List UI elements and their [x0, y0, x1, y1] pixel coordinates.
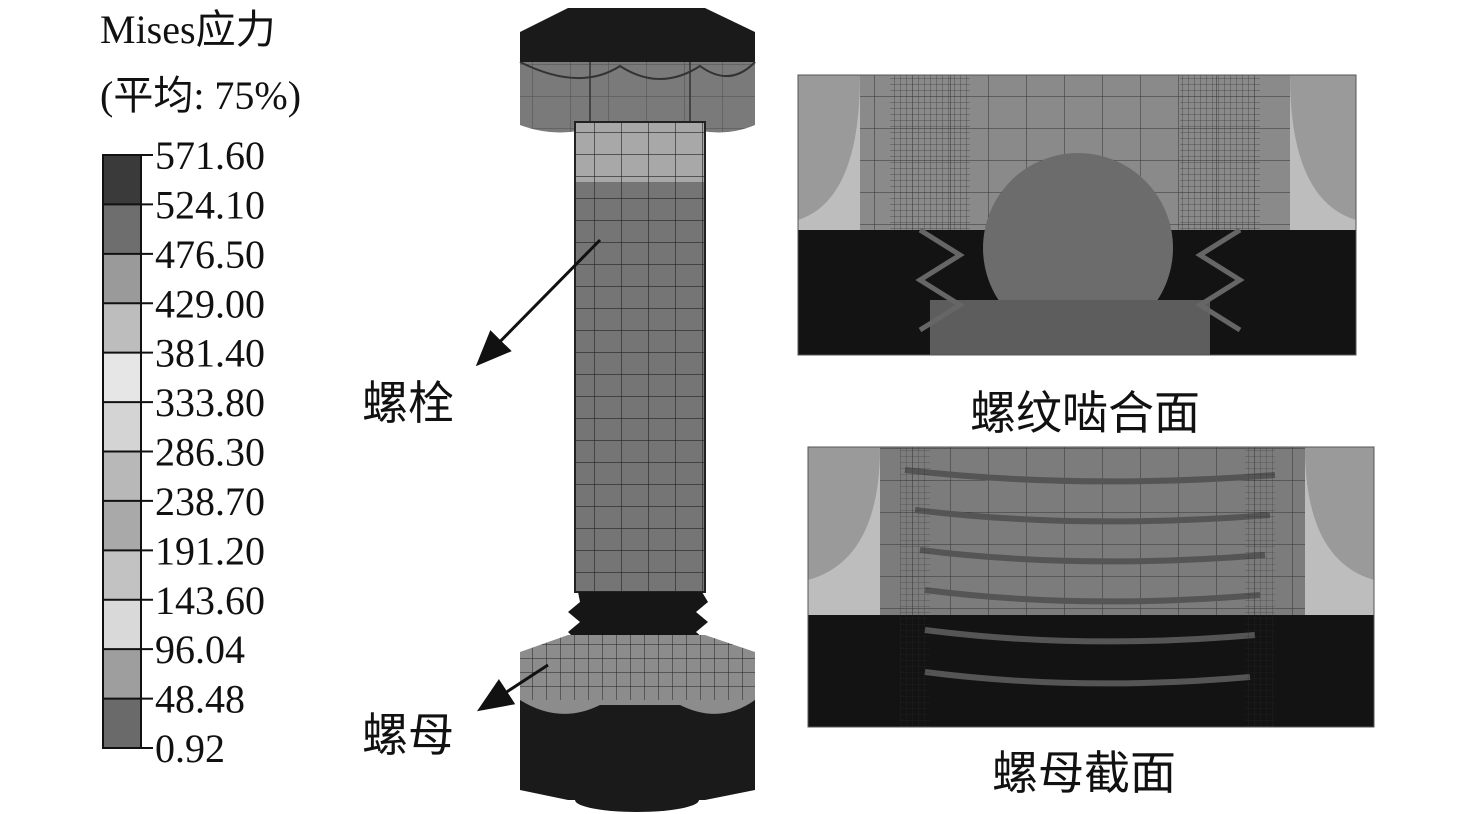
legend-title: Mises应力 [100, 7, 276, 52]
bolt-thread [568, 592, 708, 642]
nut [520, 635, 755, 812]
legend-tick-label: 571.60 [155, 133, 265, 178]
legend-tick-label: 524.10 [155, 182, 265, 227]
legend-swatch [102, 648, 142, 700]
bolt-shank [574, 121, 706, 593]
legend-swatch [102, 500, 142, 551]
legend-tick-label: 48.48 [155, 677, 245, 722]
bolt-pointer-arrow [475, 238, 602, 367]
legend-swatch [102, 302, 142, 354]
legend-swatch [102, 698, 142, 749]
legend-swatch [102, 451, 142, 502]
legend-subtitle: (平均: 75%) [100, 73, 302, 118]
thread-face-label: 螺纹啮合面 [970, 386, 1200, 440]
bolt-head [519, 8, 756, 133]
nut-pointer-arrow [476, 663, 549, 712]
legend-tick-label: 286.30 [155, 430, 265, 475]
legend-tick-label: 0.92 [155, 726, 225, 771]
legend-swatch [102, 599, 142, 650]
legend-swatch [102, 154, 142, 205]
legend-tick-label: 191.20 [155, 528, 265, 573]
legend-tick-label: 476.50 [155, 232, 265, 277]
legend-swatch [102, 253, 142, 304]
legend-swatch [102, 401, 142, 453]
nut-section-label: 螺母截面 [992, 746, 1176, 800]
legend-swatch [102, 549, 142, 601]
nut-section-image [807, 446, 1375, 728]
nut-label: 螺母 [362, 708, 454, 762]
legend-swatch [102, 203, 142, 255]
legend-swatch [102, 352, 142, 403]
bolt-assembly [519, 8, 756, 812]
legend-tick-label: 143.60 [155, 578, 265, 623]
legend-tick-label: 429.00 [155, 281, 265, 326]
legend-tick-label: 96.04 [155, 627, 245, 672]
legend-tick-label: 238.70 [155, 479, 265, 524]
bolt-label: 螺栓 [362, 376, 454, 430]
thread-face-image [797, 74, 1357, 356]
legend-tick-label: 333.80 [155, 380, 265, 425]
legend-tick-label: 381.40 [155, 331, 265, 376]
